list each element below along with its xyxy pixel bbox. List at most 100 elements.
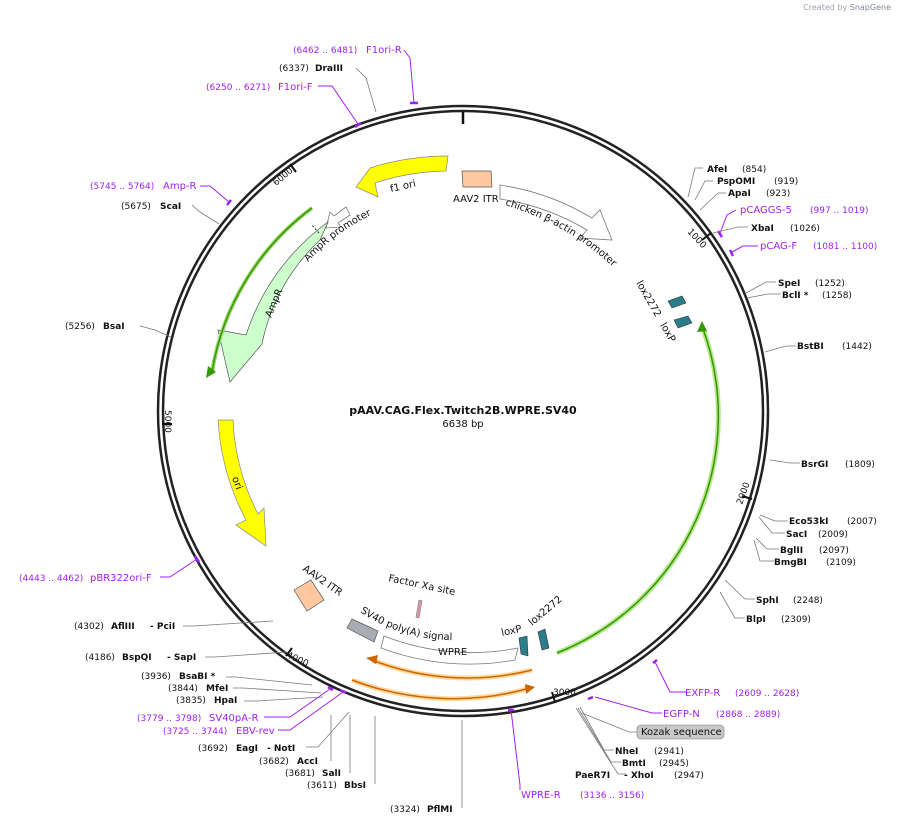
loxp-top-label: loxP — [657, 321, 677, 344]
loxp-top-feature[interactable] — [673, 315, 693, 329]
nhei-pos: (2941) — [654, 747, 684, 757]
aav2-itr-bottom-feature[interactable] — [293, 579, 325, 612]
ebvrev-range: (3725 .. 3744) — [163, 727, 227, 737]
sali-name: SalI — [322, 769, 341, 779]
ampr-dashed — [310, 223, 320, 234]
wpre-feature[interactable] — [380, 635, 519, 665]
egfpn-name: EGFP-N — [663, 709, 700, 720]
bspqi-pos: (4186) — [85, 653, 115, 663]
bsai-pos: (5256) — [65, 322, 95, 332]
nhei-name: NheI — [615, 747, 638, 757]
wpre-label: WPRE — [438, 647, 467, 658]
snapgene-credit: Created by SnapGene — [803, 3, 891, 12]
enzyme-leaders — [139, 67, 800, 808]
egfpn-range: (2868 .. 2889) — [716, 710, 780, 720]
factor-xa-label: Factor Xa site — [387, 573, 456, 598]
exfpr-name: EXFP-R — [685, 688, 720, 699]
kozak-sequence-label: Kozak sequence — [641, 727, 722, 738]
pcagf-range: (1081 .. 1100) — [813, 242, 877, 252]
ampr-primer-range: (5745 .. 5764) — [90, 182, 154, 192]
bmgbi-name: BmgBI — [774, 558, 807, 568]
xhoi-name: - XhoI — [624, 771, 654, 781]
plasmid-size: 6638 bp — [442, 419, 483, 430]
ampr-orf[interactable] — [211, 207, 313, 373]
f1orir-name: F1ori-R — [366, 45, 402, 56]
bstbi-name: BstBI — [797, 342, 824, 352]
sphi-name: SphI — [756, 596, 779, 606]
hpai-name: HpaI — [214, 696, 237, 706]
lox2272-bottom-label: lox2272 — [527, 594, 565, 628]
apai-name: ApaI — [728, 189, 751, 199]
orange-orf-inner-arrowhead — [525, 684, 535, 694]
kozak-sequence-box[interactable] — [636, 724, 725, 740]
tick-3000: 3000 — [553, 688, 576, 698]
pcii-name: - PciI — [150, 622, 175, 632]
backbone-outer — [156, 104, 770, 718]
chicken-actin-promoter-feature[interactable] — [499, 184, 613, 241]
bsrgi-name: BsrGI — [801, 460, 828, 470]
primer-leaders — [160, 49, 758, 790]
saci-pos: (2009) — [818, 530, 848, 540]
tick-5000: 5000 — [162, 410, 172, 433]
pspomi-name: PspOMI — [717, 177, 755, 187]
sv40-polya-feature[interactable] — [346, 618, 379, 643]
f1-ori-feature[interactable] — [355, 155, 449, 198]
ori-label: ori — [229, 475, 244, 491]
sv40par-range: (3779 .. 3798) — [137, 714, 201, 724]
pcagf-name: pCAG-F — [760, 241, 797, 252]
ampr-feature[interactable] — [217, 220, 329, 383]
aav2-itr-top-feature[interactable] — [461, 170, 493, 188]
aav2-itr-top-label: AAV2 ITR — [453, 194, 499, 205]
draiii-pos: (6337) — [279, 64, 309, 74]
orange-orf-outer[interactable] — [371, 659, 533, 679]
paer7i-pos: (2947) — [674, 771, 704, 781]
scai-name: ScaI — [160, 202, 181, 212]
sphi-pos: (2248) — [793, 596, 823, 606]
eagi-pos: (3692) — [198, 744, 228, 754]
scai-pos: (5675) — [121, 202, 151, 212]
ori-feature[interactable] — [217, 419, 267, 547]
bcli-pos: (1258) — [822, 291, 852, 301]
f1orir-range: (6462 .. 6481) — [293, 46, 357, 56]
ampr-promoter-feature[interactable] — [325, 206, 351, 229]
pbr322-name: pBR322ori-F — [90, 573, 152, 584]
lox2272-top-feature[interactable] — [667, 295, 687, 309]
lox2272-bottom-feature[interactable] — [537, 628, 550, 651]
bglii-pos: (2097) — [819, 546, 849, 556]
pcaggs5-name: pCAGGS-5 — [740, 205, 792, 216]
ampr-primer-name: Amp-R — [163, 181, 197, 192]
loxp-bottom-feature[interactable] — [518, 635, 529, 657]
twitch-orf[interactable] — [556, 325, 720, 654]
spei-pos: (1252) — [815, 279, 845, 289]
sv40par-name: SV40pA-R — [209, 713, 258, 724]
ebvrev-name: EBV-rev — [236, 726, 275, 737]
afei-pos: (854) — [742, 165, 766, 175]
orange-orf-inner[interactable] — [351, 679, 531, 700]
xbai-name: XbaI — [751, 224, 774, 234]
eco53ki-pos: (2007) — [847, 517, 877, 527]
bsai-name: BsaI — [103, 322, 125, 332]
saci-name: SacI — [786, 530, 807, 540]
acci-pos: (3682) — [259, 757, 289, 767]
afei-name: AfeI — [707, 165, 727, 175]
f1orif-range: (6250 .. 6271) — [206, 83, 270, 93]
snapgene-logo: SnapGene — [849, 3, 891, 12]
bcli-name: BclI * — [782, 291, 809, 301]
factor-xa-feature[interactable] — [415, 599, 423, 619]
afliii-pos: (4302) — [74, 622, 104, 632]
ampr-orf-arrowhead — [206, 366, 216, 378]
sali-pos: (3681) — [285, 769, 315, 779]
orange-orf-outer-arrowhead — [366, 655, 378, 664]
bbsi-name: BbsI — [344, 781, 366, 791]
f1-ori-label: f1 ori — [389, 179, 417, 196]
pbr322-range: (4443 .. 4462) — [19, 574, 83, 584]
bspqi-name: BspQI — [122, 653, 152, 663]
backbone-inner — [161, 109, 765, 713]
mfei-name: MfeI — [206, 684, 228, 694]
loxp-bottom-label: loxP — [500, 624, 522, 639]
hpai-pos: (3835) — [176, 696, 206, 706]
bsrgi-pos: (1809) — [845, 460, 875, 470]
lox2272-top-label: lox2272 — [633, 279, 663, 319]
bsabi-pos: (3936) — [141, 672, 171, 682]
eco53ki-name: Eco53kI — [789, 517, 829, 527]
